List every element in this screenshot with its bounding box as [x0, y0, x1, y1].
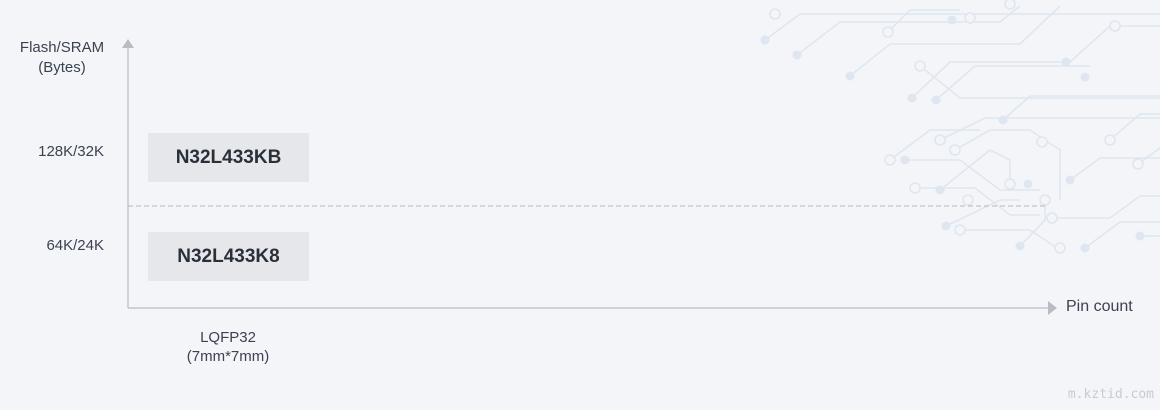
circuit-node	[909, 182, 921, 194]
circuit-node	[760, 35, 770, 45]
circuit-trace	[796, 5, 1021, 56]
x-tick-package: LQFP32	[200, 329, 256, 346]
circuit-node	[882, 26, 894, 38]
circuit-trace	[1069, 157, 1160, 181]
circuit-trace	[1019, 200, 1046, 247]
circuit-node	[964, 12, 976, 24]
circuit-trace	[849, 5, 1061, 77]
circuit-node	[1039, 194, 1051, 206]
circuit-node	[1004, 0, 1016, 10]
circuit-node	[949, 144, 961, 156]
watermark: m.kztid.com	[1067, 387, 1154, 402]
circuit-node	[914, 60, 926, 72]
circuit-node	[1135, 231, 1145, 241]
circuit-node	[845, 71, 855, 81]
circuit-trace	[939, 149, 1011, 191]
circuit-node	[962, 194, 974, 206]
circuit-node	[1004, 178, 1016, 190]
part-cell-n32l433k8: N32L433K8	[148, 232, 309, 281]
circuit-trace	[935, 65, 1090, 101]
circuit-node	[1036, 136, 1048, 148]
x-tick-label: LQFP32 (7mm*7mm)	[148, 328, 308, 366]
circuit-node	[769, 8, 781, 20]
circuit-node	[931, 95, 941, 105]
y-tick-label: 64K/24K	[46, 237, 104, 254]
circuit-node	[1132, 158, 1144, 170]
circuit-node	[934, 134, 946, 146]
circuit-trace	[939, 117, 1160, 141]
circuit-node	[1023, 179, 1033, 189]
y-axis-label: Flash/SRAM (Bytes)	[8, 38, 116, 78]
circuit-trace	[954, 129, 1061, 200]
circuit-node	[1080, 243, 1090, 253]
circuit-trace	[1002, 95, 1160, 121]
x-axis-label: Pin count	[1066, 298, 1133, 315]
circuit-node	[935, 185, 945, 195]
circuit-node	[1080, 72, 1090, 82]
circuit-node	[884, 154, 896, 166]
y-axis-label-line-2: (Bytes)	[38, 59, 86, 76]
circuit-decoration	[760, 0, 1160, 254]
circuit-trace	[915, 187, 1040, 216]
circuit-trace	[1052, 195, 1160, 219]
circuit-node	[907, 93, 917, 103]
axes	[122, 39, 1057, 315]
circuit-node	[900, 155, 910, 165]
circuit-trace	[1109, 113, 1160, 141]
y-axis-arrow	[122, 39, 134, 48]
x-axis-arrow	[1048, 301, 1057, 315]
circuit-node	[941, 221, 951, 231]
circuit-node	[998, 115, 1008, 125]
circuit-node	[1061, 57, 1071, 67]
circuit-node	[954, 224, 966, 236]
circuit-trace	[960, 229, 1061, 251]
circuit-trace	[889, 129, 980, 161]
y-axis-label-line-1: Flash/SRAM	[19, 39, 105, 56]
part-cell-n32l433kb: N32L433KB	[148, 133, 309, 182]
circuit-node	[1104, 134, 1116, 146]
x-tick-package-size: (7mm*7mm)	[186, 348, 270, 365]
circuit-node	[1046, 212, 1058, 224]
circuit-node	[792, 50, 802, 60]
circuit-node	[1015, 241, 1025, 251]
circuit-trace	[764, 13, 1160, 41]
circuit-node	[1109, 20, 1121, 32]
circuit-trace	[887, 9, 960, 33]
circuit-node	[1054, 242, 1066, 254]
y-tick-label: 128K/32K	[38, 143, 104, 160]
circuit-trace	[1084, 221, 1160, 249]
circuit-node	[1065, 175, 1075, 185]
circuit-trace	[945, 199, 1020, 227]
circuit-trace	[911, 25, 1160, 99]
circuit-trace	[905, 159, 1040, 191]
circuit-node	[947, 15, 957, 25]
circuit-trace	[919, 65, 1160, 99]
